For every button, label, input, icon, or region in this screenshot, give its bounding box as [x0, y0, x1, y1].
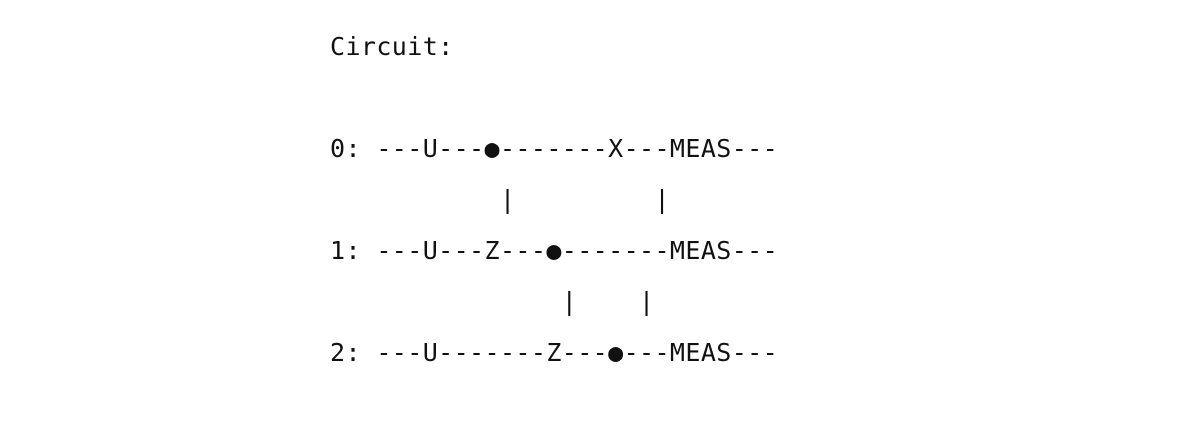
connector-line-0-1: | | [330, 185, 670, 214]
qubit-0-line: 0: ---U---●-------X---MEAS--- [330, 134, 779, 163]
circuit-title: Circuit: [330, 32, 454, 61]
qubit-2-line: 2: ---U-------Z---●---MEAS--- [330, 338, 779, 367]
connector-line-1-2: | | [330, 287, 655, 316]
qubit-1-line: 1: ---U---Z---●-------MEAS--- [330, 236, 779, 265]
